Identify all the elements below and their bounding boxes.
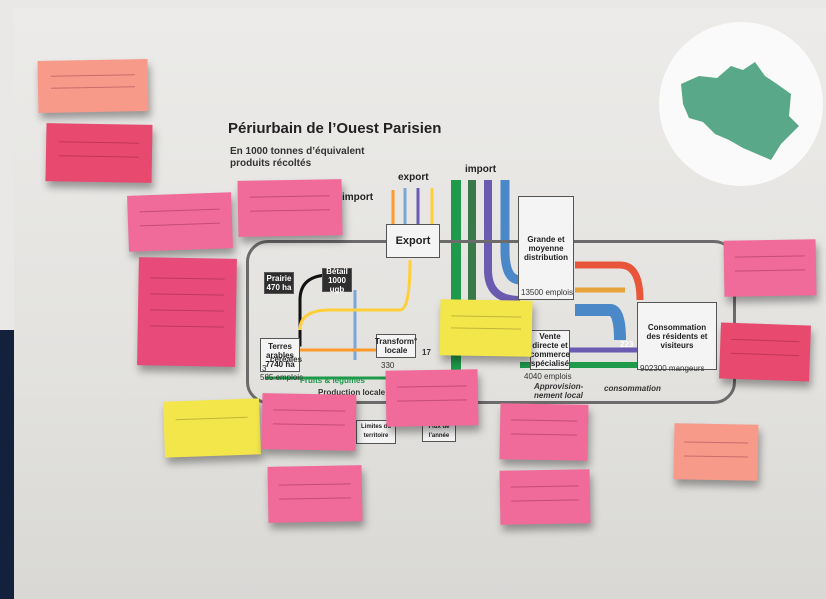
vente-box: Vente directe et commerce spécialisé	[529, 330, 571, 370]
sticky-note	[127, 192, 233, 252]
import-left-label: import	[342, 192, 374, 203]
sticky-note	[237, 179, 343, 237]
sticky-note	[499, 403, 589, 461]
import-label: import	[465, 164, 497, 175]
sticky-note	[673, 423, 759, 481]
mangeurs-label: 902300 mangeurs	[640, 364, 705, 373]
terres-emplois: 585 emplois	[260, 373, 304, 382]
sticky-note	[499, 469, 591, 525]
terres-box: Terres arables 7740 ha	[260, 338, 300, 372]
territory-frame	[246, 240, 736, 404]
sticky-note	[37, 59, 149, 113]
transfo-value: 330	[381, 361, 395, 370]
grande-emplois: 13500 emplois	[521, 288, 574, 297]
sticky-note	[163, 398, 261, 458]
sticky-note	[267, 465, 363, 523]
sticky-note	[439, 299, 533, 357]
production-label: Production locale	[318, 388, 386, 397]
sticky-note	[723, 239, 817, 297]
sticky-note	[719, 322, 811, 382]
export-label: export	[398, 172, 429, 183]
consommation-box: Consommation des résidents et visiteurs	[637, 302, 717, 370]
import-band-blue	[500, 180, 521, 285]
poster-title: Périurbain de l’Ouest Parisien	[228, 120, 442, 137]
flow-yellow	[298, 259, 412, 331]
value-17: 17	[422, 348, 431, 357]
fruits-label: Fruits & légumes	[300, 376, 365, 385]
sticky-note	[261, 393, 357, 451]
vente-emplois: 4040 emplois	[524, 372, 572, 381]
sticky-note	[137, 257, 237, 367]
value-223: 223	[620, 340, 634, 349]
flow-red	[575, 261, 644, 301]
map-badge	[659, 22, 823, 186]
poster-subtitle: En 1000 tonnes d’équivalent produits réc…	[230, 146, 365, 169]
sticky-note	[385, 369, 479, 427]
grande-box: Grande et moyenne distribution	[518, 196, 574, 300]
flow-blue	[575, 304, 626, 341]
transfo-box: Transform° locale	[375, 334, 417, 358]
territory-map-icon	[681, 62, 799, 160]
sticky-note	[45, 123, 153, 183]
cereales-value: 3	[262, 364, 267, 373]
cereales-label: céréales	[270, 355, 303, 364]
consommation-footer: consommation	[604, 384, 661, 393]
export-box: Export	[386, 224, 440, 258]
prairie-box: Prairie 470 ha	[264, 272, 294, 294]
betail-box: Bétail 1000 ugb	[322, 267, 352, 294]
approvisionnement-label: Approvision- nement local	[534, 382, 584, 400]
